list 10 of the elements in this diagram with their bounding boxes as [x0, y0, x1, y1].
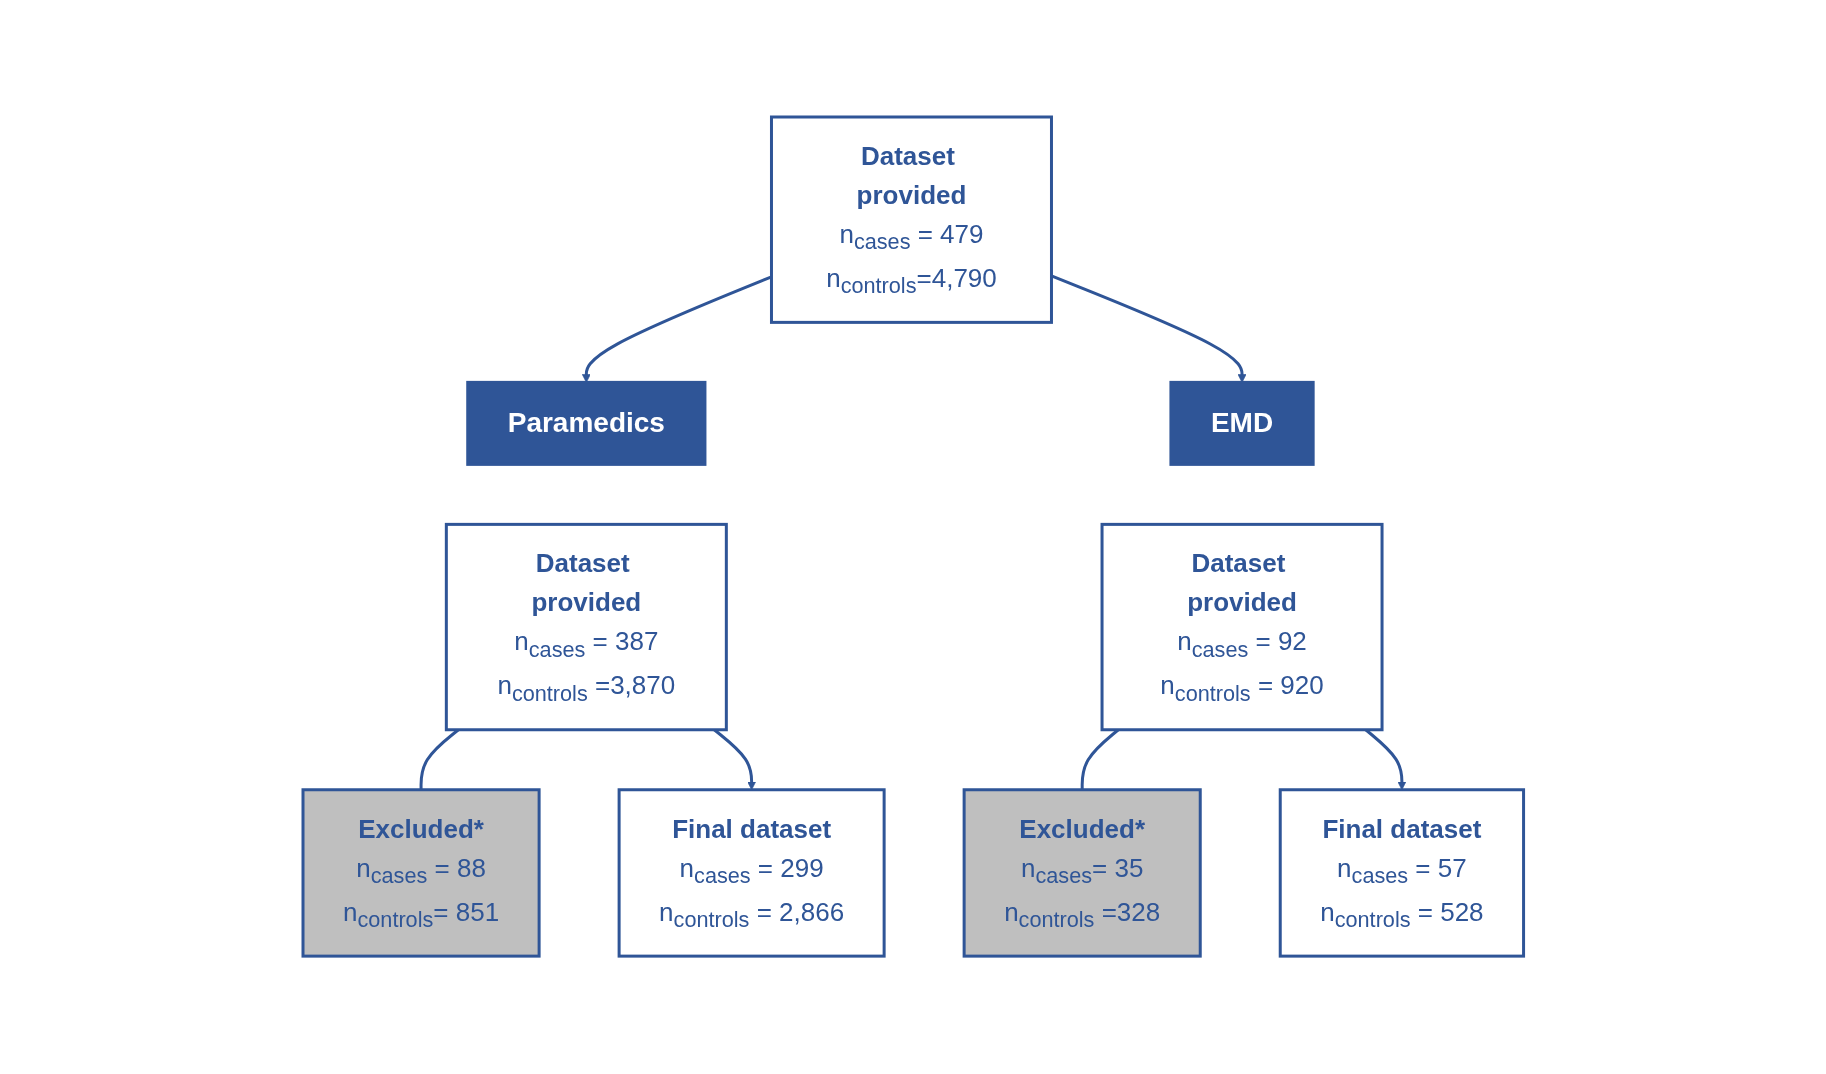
node-box: Paramedics — [465, 381, 707, 467]
node-box: Dataset provided n$_{cases}$ = 92 n$_{controls}$ = 920 — [1100, 523, 1384, 732]
node-box: Dataset provided n$_{cases}$ = 387 n$_{controls}$ =3,870 — [444, 523, 728, 732]
node-box: Excluded* n$_{cases}$ = 88 n$_{controls}$= 851 — [301, 788, 541, 959]
node-box: Final dataset n$_{cases}$ = 57 n$_{controls}$ = 528 — [1278, 788, 1525, 959]
node-box: Final dataset n$_{cases}$ = 299 n$_{controls}$ = 2,866 — [617, 788, 886, 959]
node-box: Excluded* n$_{cases}$= 35 n$_{controls}$ =328 — [962, 788, 1202, 959]
node-box: Dataset provided n$_{cases}$ = 479 n$_{controls}$=4,790 — [769, 115, 1053, 325]
node-box: EMD — [1169, 381, 1315, 467]
connector — [419, 729, 460, 791]
